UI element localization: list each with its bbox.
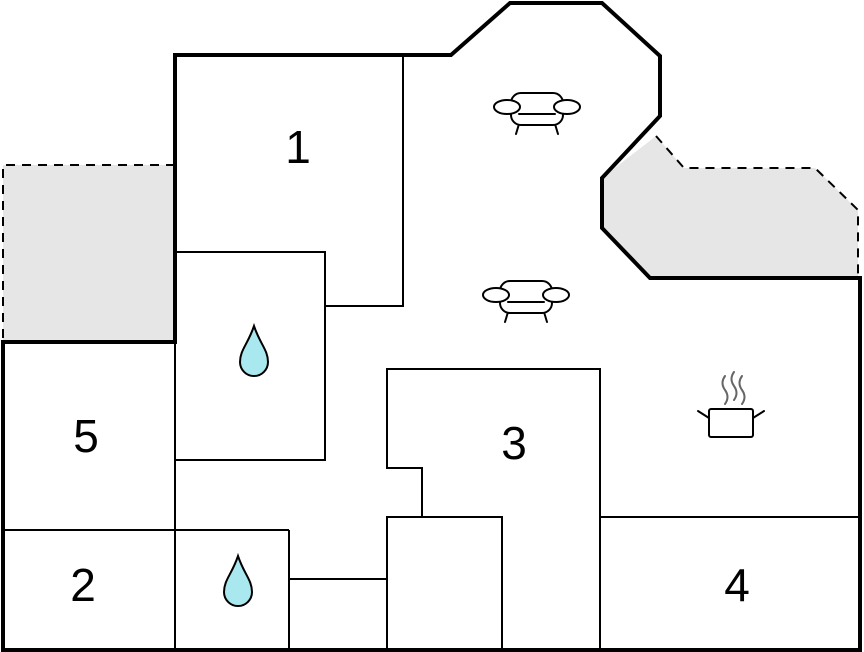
sofa-icon [493,92,581,135]
water-drop-icon [238,322,270,377]
terrace-right [602,135,859,278]
room-label-5: 5 [73,410,99,462]
room-label-3: 3 [501,417,527,469]
terrace-left [2,164,175,342]
interior-walls [3,56,860,650]
sofa-icon [482,280,570,323]
water-drop-icon [222,552,254,607]
cooking-pot-icon [697,371,765,438]
room-label-4: 4 [724,559,750,611]
room-label-1: 1 [285,121,311,173]
room-label-2: 2 [70,559,96,611]
